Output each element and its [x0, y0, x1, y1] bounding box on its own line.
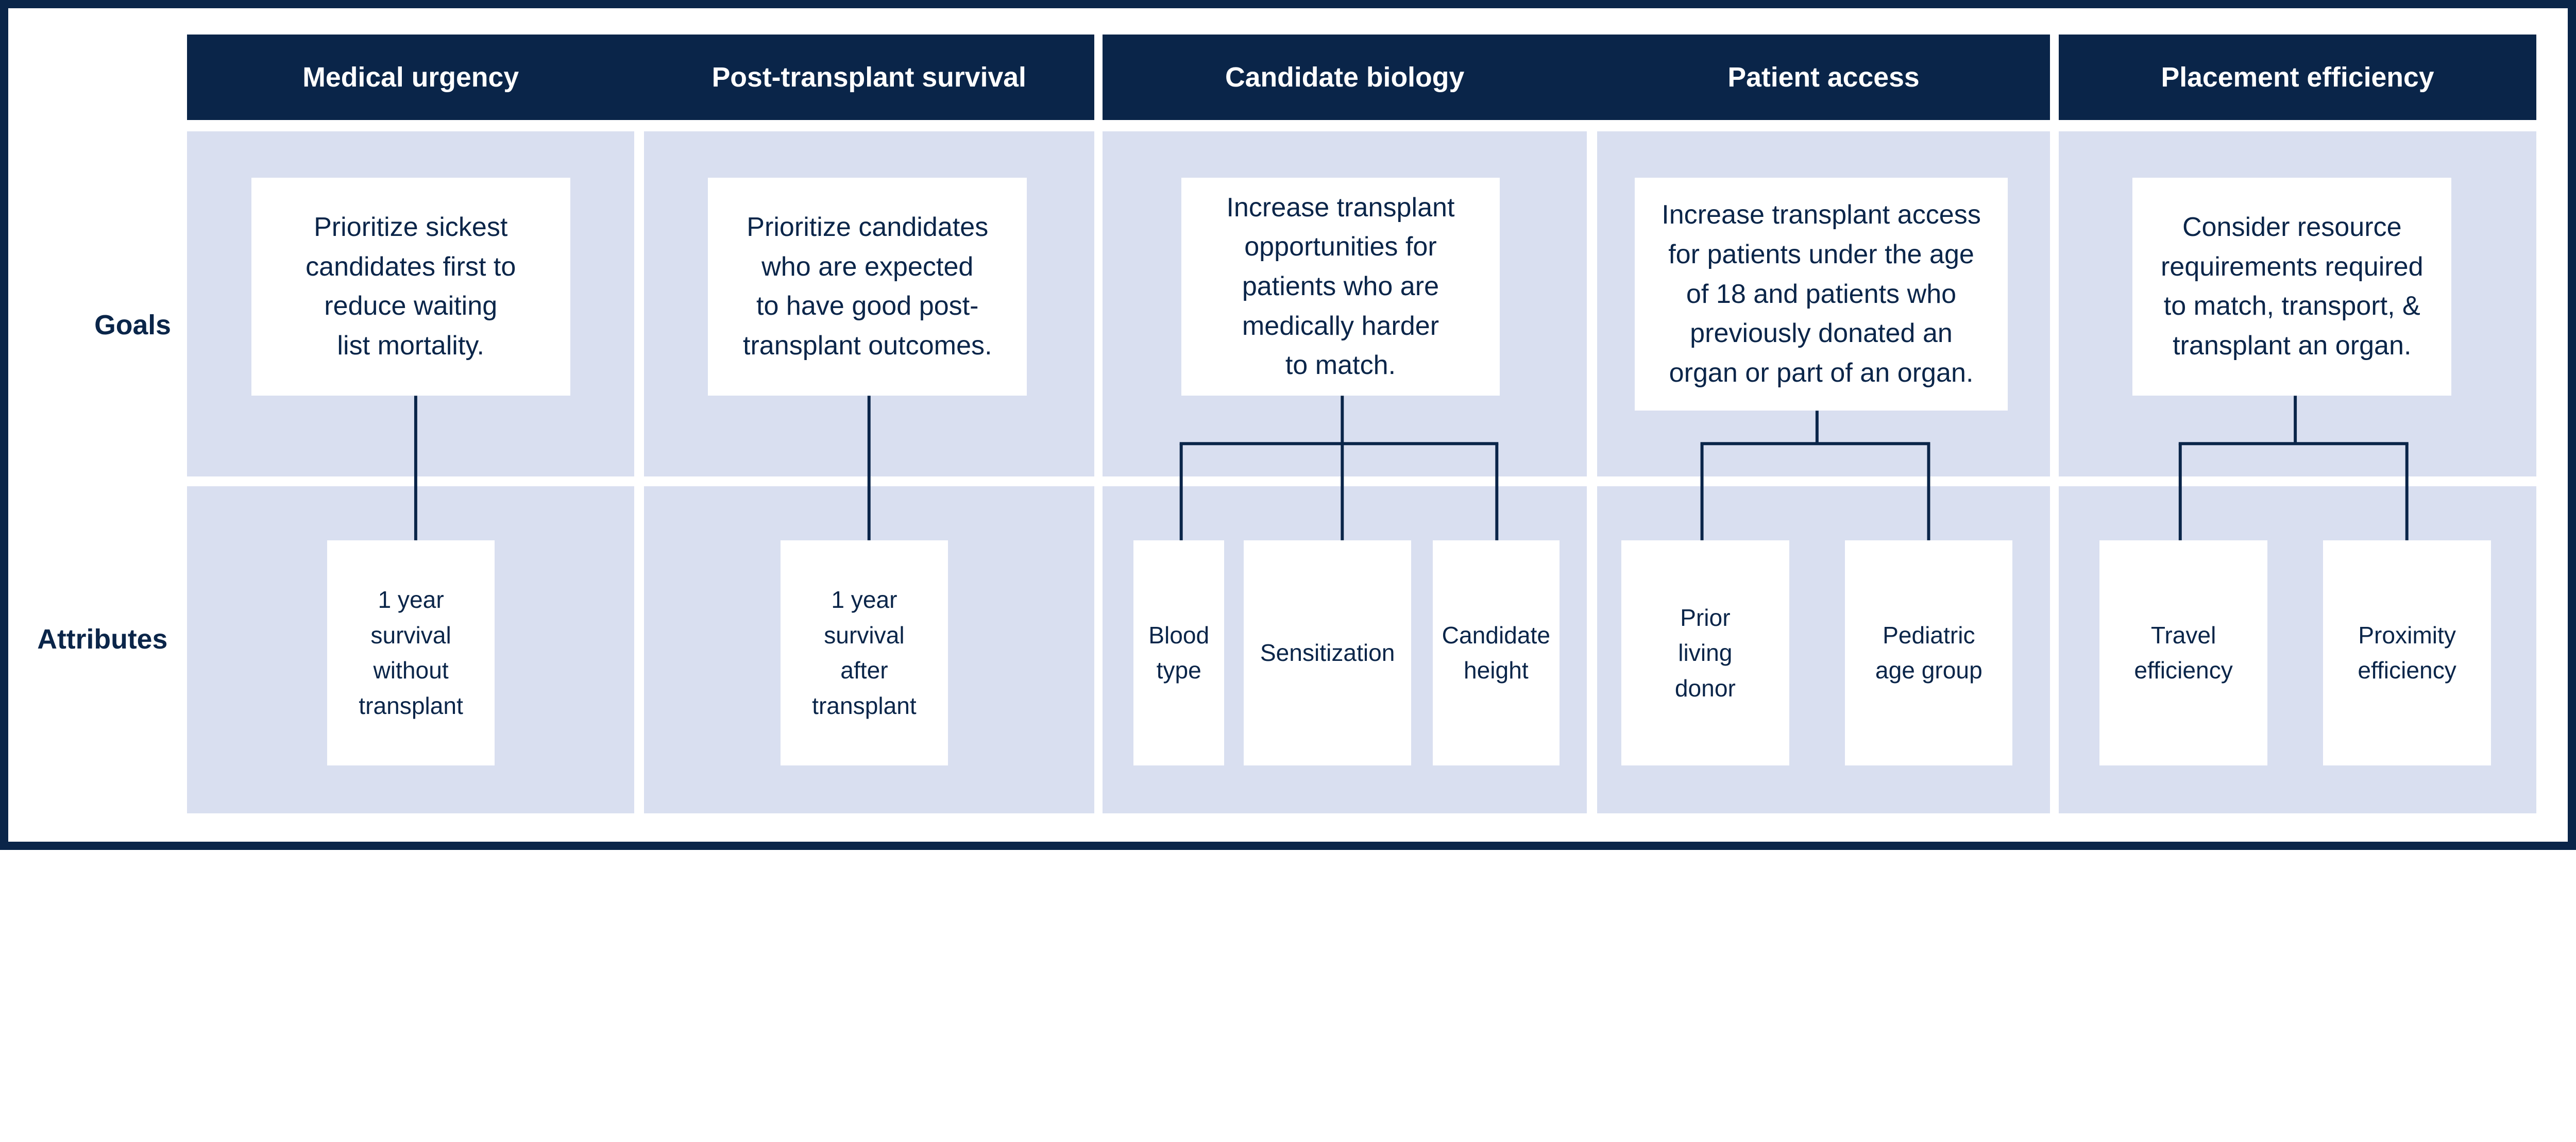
attr-box-proximity-efficiency: Proximity efficiency [2323, 540, 2491, 765]
attr-box-sensitization: Sensitization [1244, 540, 1412, 765]
attr-box-1yr-survival-without-transplant: 1 year survival without transplant [327, 540, 495, 765]
attr-box-blood-type: Blood type [1133, 540, 1225, 765]
row-label-attributes: Attributes [37, 623, 168, 655]
attr-box-candidate-height: Candidate height [1433, 540, 1560, 765]
attr-box-prior-living-donor: Prior living donor [1621, 540, 1789, 765]
row-label-goals: Goals [94, 309, 171, 340]
header-candidate-biology: Candidate biology [1225, 61, 1465, 93]
header-bar-group-2 [1103, 34, 2050, 120]
header-post-transplant-survival: Post-transplant survival [711, 61, 1026, 93]
goal-box-patient-access: Increase transplant access for patients … [1635, 177, 2008, 411]
header-patient-access: Patient access [1727, 61, 1920, 93]
goal-box-placement-efficiency: Consider resource requirements required … [2132, 177, 2452, 396]
header-placement-efficiency: Placement efficiency [2161, 61, 2434, 93]
outer-frame [0, 0, 2576, 850]
goal-box-post-transplant-survival: Prioritize candidates who are expected t… [708, 177, 1027, 396]
header-medical-urgency: Medical urgency [302, 61, 519, 93]
header-bar-group-1 [187, 34, 1094, 120]
goal-box-candidate-biology: Increase transplant opportunities for pa… [1181, 177, 1500, 396]
goal-box-medical-urgency: Prioritize sickest candidates first to r… [251, 177, 570, 396]
attr-box-1yr-survival-after-transplant: 1 year survival after transplant [780, 540, 948, 765]
connector-lines [414, 396, 2409, 540]
attr-box-pediatric-age-group: Pediatric age group [1845, 540, 2013, 765]
attr-box-travel-efficiency: Travel efficiency [2099, 540, 2267, 765]
header-bar-group-3 [2058, 34, 2537, 120]
